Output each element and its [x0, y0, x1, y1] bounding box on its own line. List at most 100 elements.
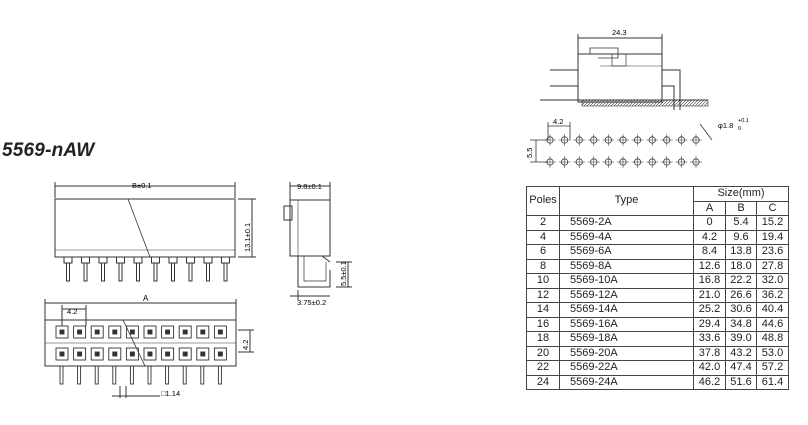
header-poles: Poles [526, 186, 560, 216]
cell-type: 5569-12A [559, 287, 694, 303]
cell-b: 22.2 [725, 273, 757, 289]
dim-375-label: 3.75±0.2 [297, 298, 326, 307]
pin-square [147, 329, 153, 335]
cell-poles: 8 [526, 258, 560, 274]
pin-cavity [108, 325, 122, 339]
dim-pin-label: □1.14 [161, 389, 180, 398]
cell-b: 47.4 [725, 360, 757, 376]
dim-13-label: 13.1±0.1 [243, 223, 252, 252]
cell-a: 25.2 [693, 302, 726, 318]
cell-b: 43.2 [725, 345, 757, 361]
pin-lead [200, 365, 205, 385]
pin-square [59, 329, 65, 335]
pin-base [151, 256, 160, 264]
pin-cavity [143, 347, 157, 361]
cell-c: 40.4 [756, 302, 789, 318]
cell-type: 5569-18A [559, 331, 694, 347]
pin-cavity [161, 325, 175, 339]
pin-cavity [178, 347, 192, 361]
cell-poles: 10 [526, 273, 560, 289]
pin-lead [101, 262, 105, 282]
pin-square [112, 351, 118, 357]
cell-type: 5569-8A [559, 258, 694, 274]
cell-type: 5569-14A [559, 302, 694, 318]
cell-c: 53.0 [756, 345, 789, 361]
cell-a: 4.2 [693, 229, 726, 245]
pin-square [165, 329, 171, 335]
pin-base [168, 256, 178, 264]
pin-cavity [125, 325, 139, 339]
hole-diameter-label: φ1.8 [718, 121, 733, 130]
pin-base [133, 256, 143, 264]
dim-98-label: 9.8±0.1 [297, 182, 322, 191]
pin-base [116, 256, 125, 264]
pin-cavity [143, 325, 157, 339]
cell-type: 5569-16A [559, 316, 694, 332]
pin-square [129, 351, 135, 357]
pin-square [112, 329, 118, 335]
pin-lead [206, 262, 210, 282]
cell-type: 5569-20A [559, 345, 694, 361]
cell-b: 5.4 [725, 215, 757, 231]
pin-square [182, 329, 188, 335]
cell-type: 5569-24A [559, 374, 694, 390]
cell-type: 5569-22A [559, 360, 694, 376]
cell-c: 27.8 [756, 258, 789, 274]
cell-a: 46.2 [693, 374, 726, 390]
pin-square [59, 351, 65, 357]
cell-poles: 20 [526, 345, 560, 361]
cell-c: 23.6 [756, 244, 789, 260]
pin-lead [153, 262, 158, 282]
pin-square [94, 351, 100, 357]
cell-a: 33.6 [693, 331, 726, 347]
pin-cavity [90, 347, 104, 361]
cell-type: 5569-10A [559, 273, 694, 289]
pin-cavity [108, 347, 122, 361]
pin-cavity [213, 347, 227, 361]
pin-lead [165, 365, 170, 385]
header-b: B [725, 200, 757, 216]
pin-base [221, 256, 230, 264]
pin-square [217, 351, 223, 357]
pin-cavity [196, 325, 210, 339]
cell-b: 9.6 [725, 229, 757, 245]
pin-square [77, 351, 83, 357]
cell-c: 36.2 [756, 287, 789, 303]
cell-b: 39.0 [725, 331, 757, 347]
cell-poles: 6 [526, 244, 560, 260]
pin-lead [136, 262, 140, 282]
pin-lead [94, 365, 99, 385]
pin-lead [129, 365, 134, 385]
cell-a: 42.0 [693, 360, 726, 376]
cell-c: 61.4 [756, 374, 789, 390]
pin-square [217, 329, 223, 335]
dim-hole-row-label: 5.5 [525, 148, 534, 158]
pin-square [165, 351, 171, 357]
header-a: A [693, 200, 726, 216]
pin-lead [171, 262, 175, 282]
pin-lead [223, 262, 228, 282]
pin-lead [59, 365, 64, 385]
pin-square [200, 329, 206, 335]
pin-cavity [55, 347, 69, 361]
pin-square [129, 329, 135, 335]
pin-cavity [73, 325, 87, 339]
cell-c: 48.8 [756, 331, 789, 347]
cell-b: 30.6 [725, 302, 757, 318]
pin-lead [112, 365, 117, 385]
dim-a-label: A [143, 294, 149, 303]
dim-pitch-label: 4.2 [67, 307, 77, 316]
pin-cavity [178, 325, 192, 339]
pin-base [203, 256, 213, 264]
pin-lead [188, 262, 193, 282]
pin-lead [147, 365, 152, 385]
